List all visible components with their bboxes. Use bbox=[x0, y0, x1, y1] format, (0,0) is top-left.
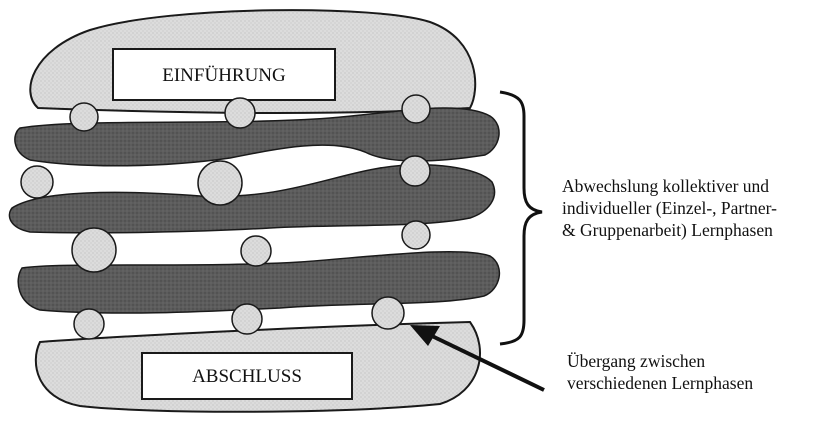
transition-ball bbox=[241, 236, 271, 266]
alternation-line-2: individueller (Einzel-, Partner- bbox=[562, 197, 777, 219]
transition-annotation: Übergang zwischen verschiedenen Lernphas… bbox=[567, 350, 753, 394]
intro-label: EINFÜHRUNG bbox=[162, 65, 286, 86]
transition-ball bbox=[400, 156, 430, 186]
alternation-annotation: Abwechslung kollektiver und individuelle… bbox=[562, 175, 777, 241]
transition-ball bbox=[72, 228, 116, 272]
transition-ball bbox=[198, 161, 242, 205]
alternation-line-3: & Gruppenarbeit) Lernphasen bbox=[562, 219, 777, 241]
alternation-line-1: Abwechslung kollektiver und bbox=[562, 175, 777, 197]
transition-ball bbox=[21, 166, 53, 198]
closing-label: ABSCHLUSS bbox=[192, 366, 302, 387]
transition-line-1: Übergang zwischen bbox=[567, 350, 753, 372]
transition-ball bbox=[372, 297, 404, 329]
curly-brace bbox=[500, 92, 542, 344]
transition-ball bbox=[402, 221, 430, 249]
transition-ball bbox=[70, 103, 98, 131]
transition-ball bbox=[225, 98, 255, 128]
transition-line-2: verschiedenen Lernphasen bbox=[567, 372, 753, 394]
transition-ball bbox=[74, 309, 104, 339]
transition-ball bbox=[402, 95, 430, 123]
transition-ball bbox=[232, 304, 262, 334]
